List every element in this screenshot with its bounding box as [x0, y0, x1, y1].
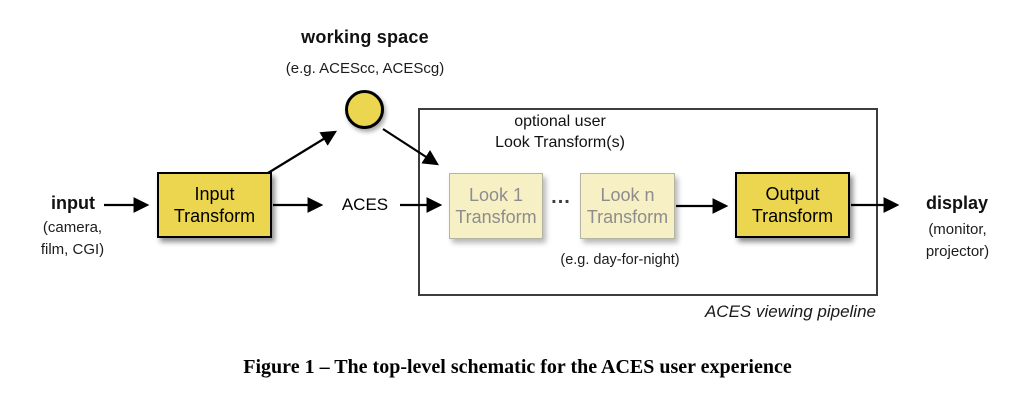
arrow-working-space-to-look1: [382, 128, 439, 166]
arrow-input-transform-to-working-space: [267, 130, 338, 174]
look-ellipsis: ...: [551, 186, 571, 208]
input-label: input: [51, 193, 95, 213]
display-label: display: [925, 193, 989, 213]
working-space-label: working space: [301, 27, 429, 47]
input-transform-node: Input Transform: [157, 172, 272, 238]
aces-signal-label: ACES: [341, 195, 389, 214]
pipeline-label: ACES viewing pipeline: [704, 302, 876, 321]
pipeline-boundary: [418, 108, 878, 296]
pipeline-header: optional user Look Transform(s): [495, 113, 625, 151]
display-sublabel: (monitor, projector): [925, 221, 990, 260]
look-1-transform-node: Look 1 Transform: [449, 173, 543, 239]
figure-caption: Figure 1 – The top-level schematic for t…: [243, 356, 792, 378]
working-space-example: (e.g. ACEScc, ACEScg): [285, 60, 445, 77]
output-transform-node: Output Transform: [735, 172, 850, 238]
look-example-label: (e.g. day-for-night): [560, 252, 680, 268]
working-space-node: [345, 90, 384, 129]
look-n-transform-node: Look n Transform: [580, 173, 675, 239]
input-sublabel: (camera, film, CGI): [40, 219, 105, 258]
